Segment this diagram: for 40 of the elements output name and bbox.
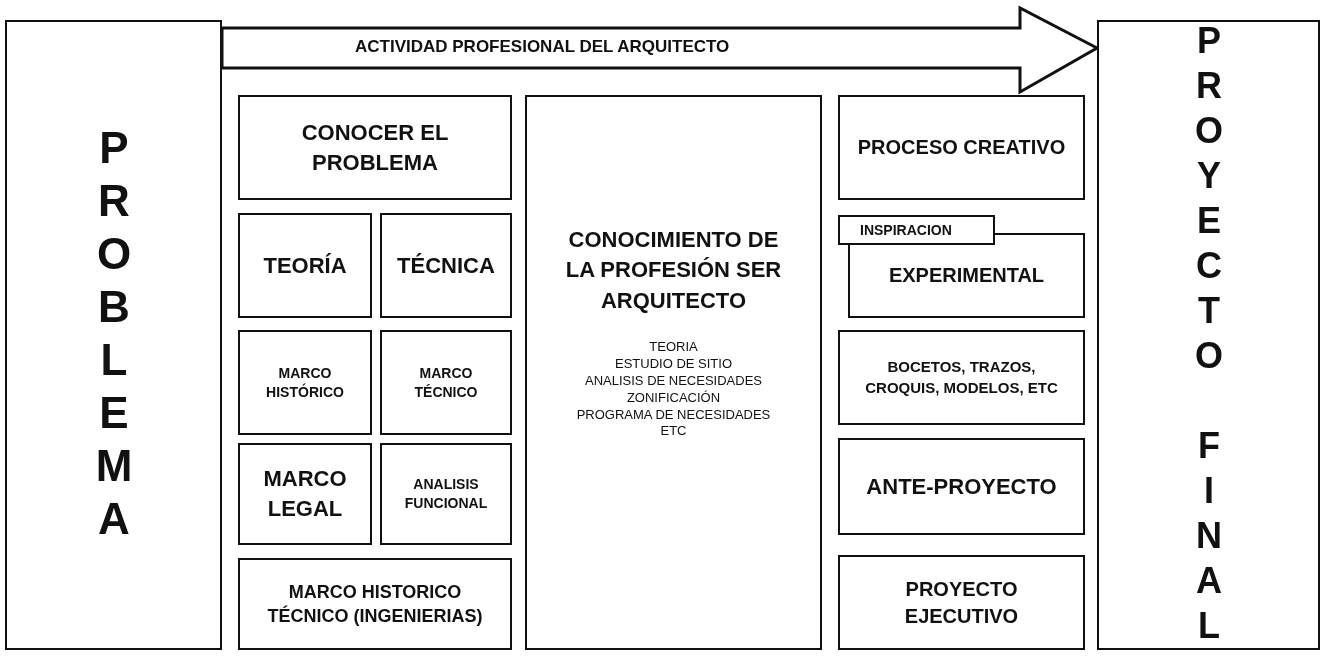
box-label: MARCO LEGAL bbox=[262, 465, 348, 523]
text-box bbox=[380, 330, 512, 435]
text-box bbox=[838, 438, 1085, 535]
box-label: PROYECTO EJECUTIVO bbox=[903, 576, 1020, 629]
text-box bbox=[838, 330, 1085, 425]
text-box bbox=[838, 215, 995, 245]
box-heading: CONOCIMIENTO DE LA PROFESIÓN SER ARQUITECTO bbox=[564, 225, 783, 316]
box-label: CONOCER EL PROBLEMA bbox=[300, 118, 450, 177]
box-label: ANALISIS FUNCIONAL bbox=[403, 475, 489, 513]
vertical-label: PROYECTO FINAL bbox=[1190, 20, 1227, 650]
text-box bbox=[238, 330, 372, 435]
vertical-label: PROBLEMA bbox=[91, 123, 136, 547]
text-box bbox=[525, 95, 822, 650]
text-box bbox=[238, 558, 512, 650]
list-item: TEORIA bbox=[649, 339, 698, 356]
list-item: ZONIFICACIÓN bbox=[626, 389, 721, 407]
list-item: PROGRAMA DE NECESIDADES bbox=[576, 406, 771, 424]
box-label: EXPERIMENTAL bbox=[887, 263, 1046, 288]
box-label: TEORÍA bbox=[262, 251, 348, 280]
box-label: MARCO HISTORICO TÉCNICO (INGENIERIAS) bbox=[266, 580, 484, 628]
text-box bbox=[380, 213, 512, 318]
box-label: MARCO TÉCNICO bbox=[413, 363, 479, 402]
text-box bbox=[1097, 20, 1320, 650]
box-label: BOCETOS, TRAZOS, CROQUIS, MODELOS, ETC bbox=[864, 357, 1059, 398]
list-item: ANALISIS DE NECESIDADES bbox=[585, 372, 762, 390]
list-item: ESTUDIO DE SITIO bbox=[615, 355, 732, 373]
box-label: PROCESO CREATIVO bbox=[856, 135, 1067, 160]
text-box bbox=[238, 443, 372, 545]
text-box bbox=[838, 95, 1085, 200]
box-label: ANTE-PROYECTO bbox=[865, 472, 1058, 501]
box-label: MARCO HISTÓRICO bbox=[265, 363, 345, 402]
text-box bbox=[5, 20, 222, 650]
text-box bbox=[238, 95, 512, 200]
box-label: INSPIRACION bbox=[859, 220, 953, 240]
text-box bbox=[380, 443, 512, 545]
text-box bbox=[838, 555, 1085, 650]
text-box bbox=[848, 233, 1085, 318]
text-box bbox=[238, 213, 372, 318]
list-item: ETC bbox=[660, 423, 687, 441]
box-label: TÉCNICA bbox=[396, 251, 496, 280]
